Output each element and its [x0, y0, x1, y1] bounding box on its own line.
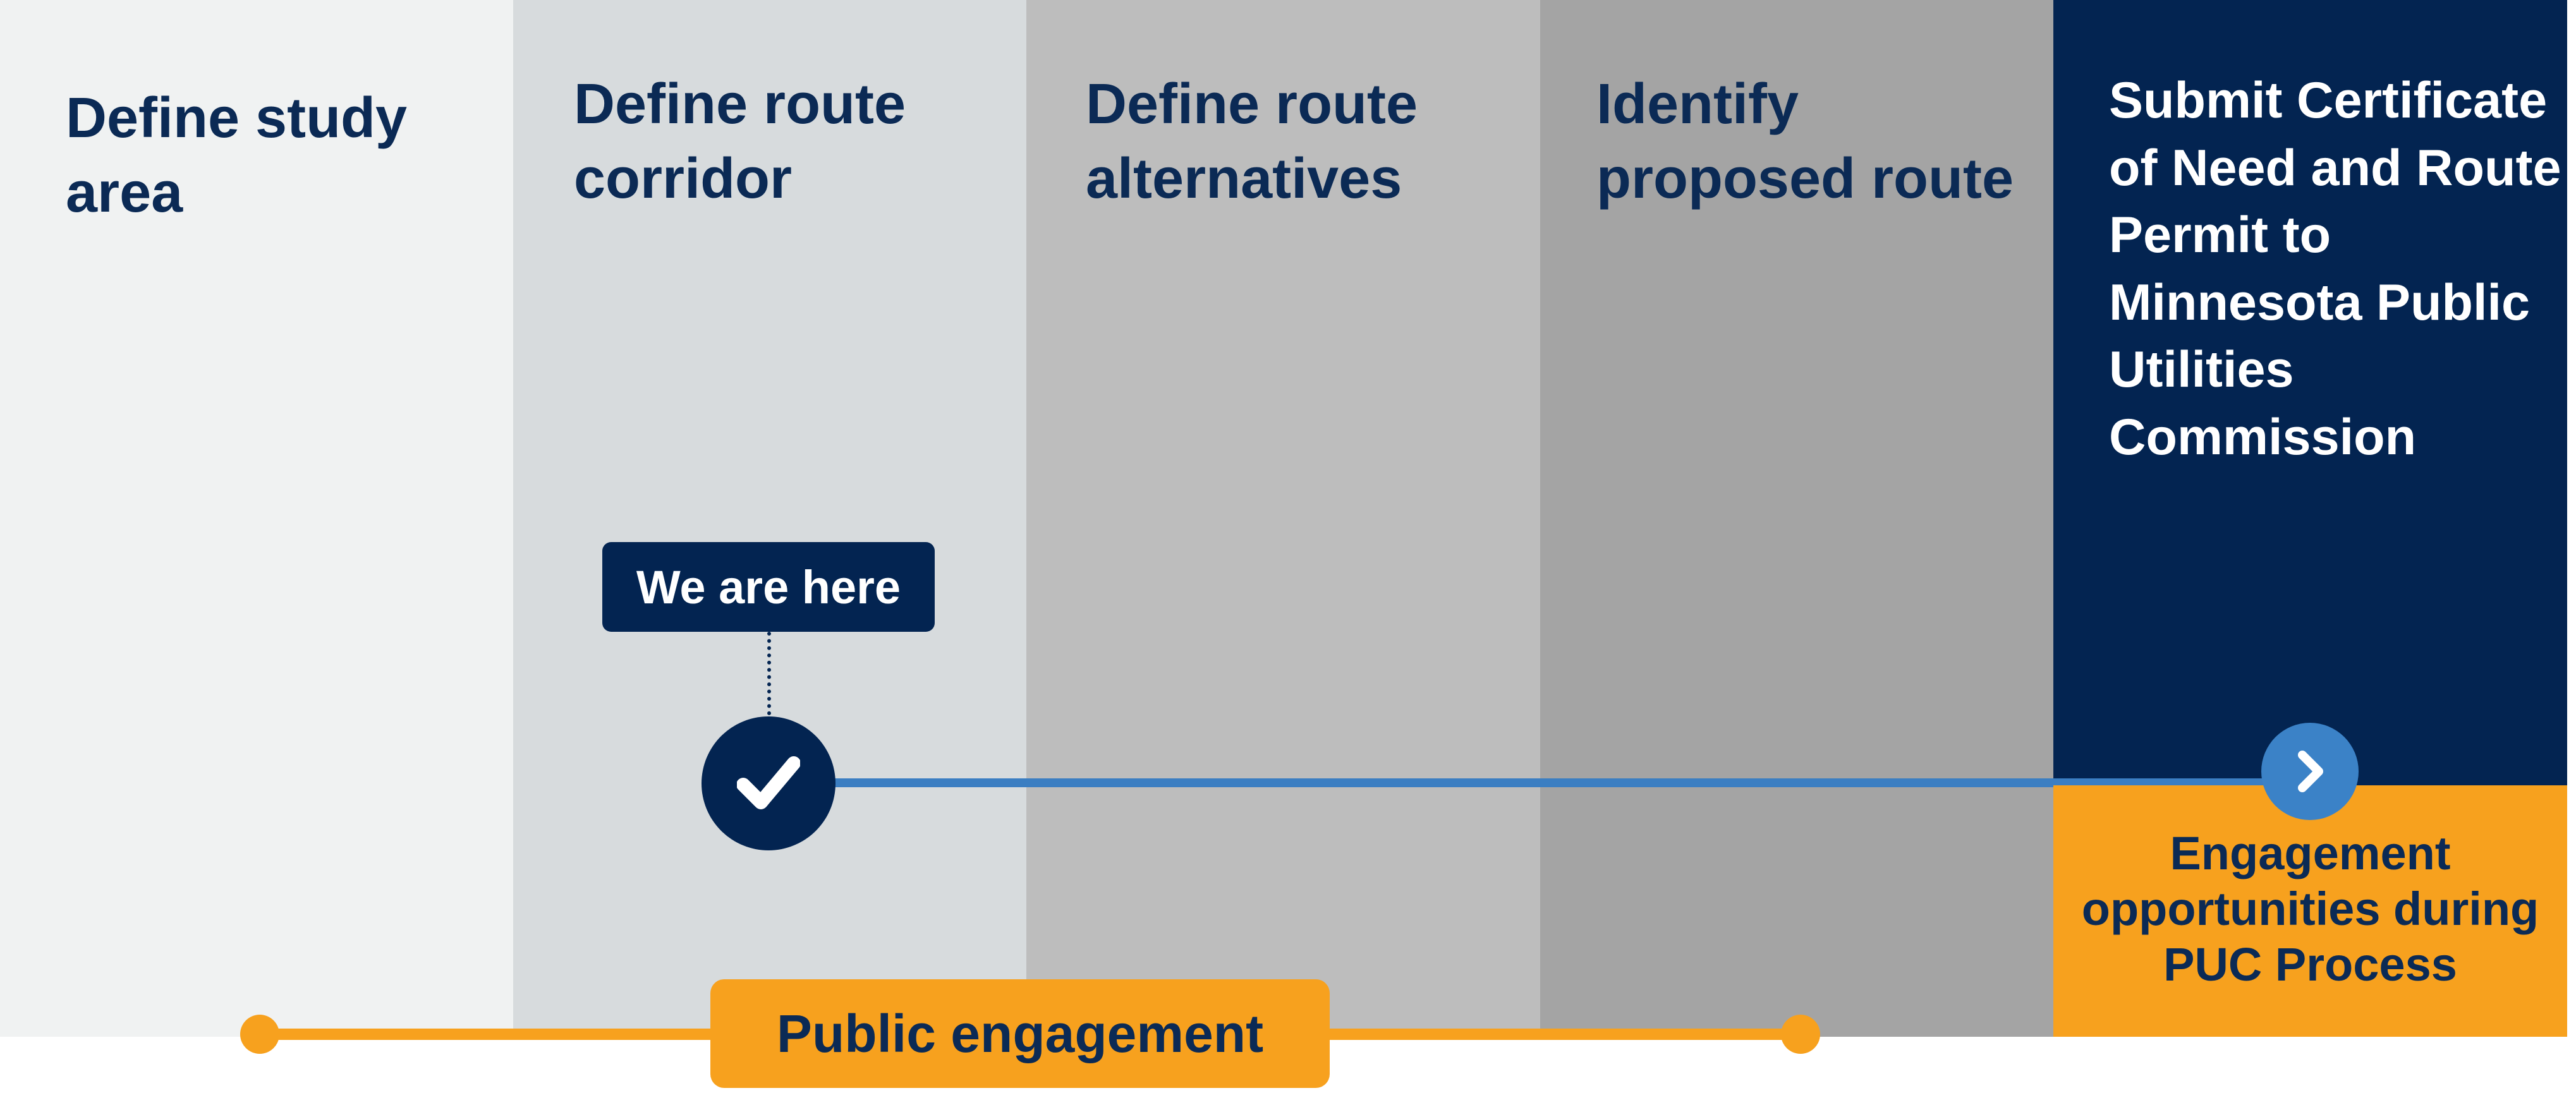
we-are-here-label: We are here [602, 542, 935, 632]
step-title-proposed-route: Identify proposed route [1596, 73, 2014, 210]
step-title-study-area: Define study area [66, 87, 408, 224]
next-step-marker [2261, 723, 2359, 820]
check-icon [737, 756, 800, 809]
step-column-route-alternatives [1026, 0, 1540, 1037]
public-engagement-end-dot [1781, 1015, 1820, 1054]
progress-line [822, 778, 2313, 787]
step-column-proposed-route [1540, 0, 2053, 1037]
step-column-study-area [0, 0, 513, 1037]
step-column-submit-permit [2053, 0, 2567, 785]
step-title-route-alternatives: Define route alternatives [1086, 73, 1418, 210]
step-column-route-corridor [513, 0, 1026, 1037]
current-step-marker [702, 716, 835, 850]
puc-engagement-box [2053, 785, 2567, 1037]
we-are-here-connector [767, 632, 771, 715]
puc-engagement-text: Engagement opportunities during PUC Proc… [2081, 827, 2539, 991]
step-title-submit-permit: Submit Certificate of Need and Route Per… [2109, 72, 2561, 466]
step-title-route-corridor: Define route corridor [574, 73, 906, 210]
public-engagement-start-dot [240, 1015, 279, 1054]
chevron-right-icon [2298, 751, 2323, 792]
public-engagement-label: Public engagement [710, 979, 1330, 1088]
